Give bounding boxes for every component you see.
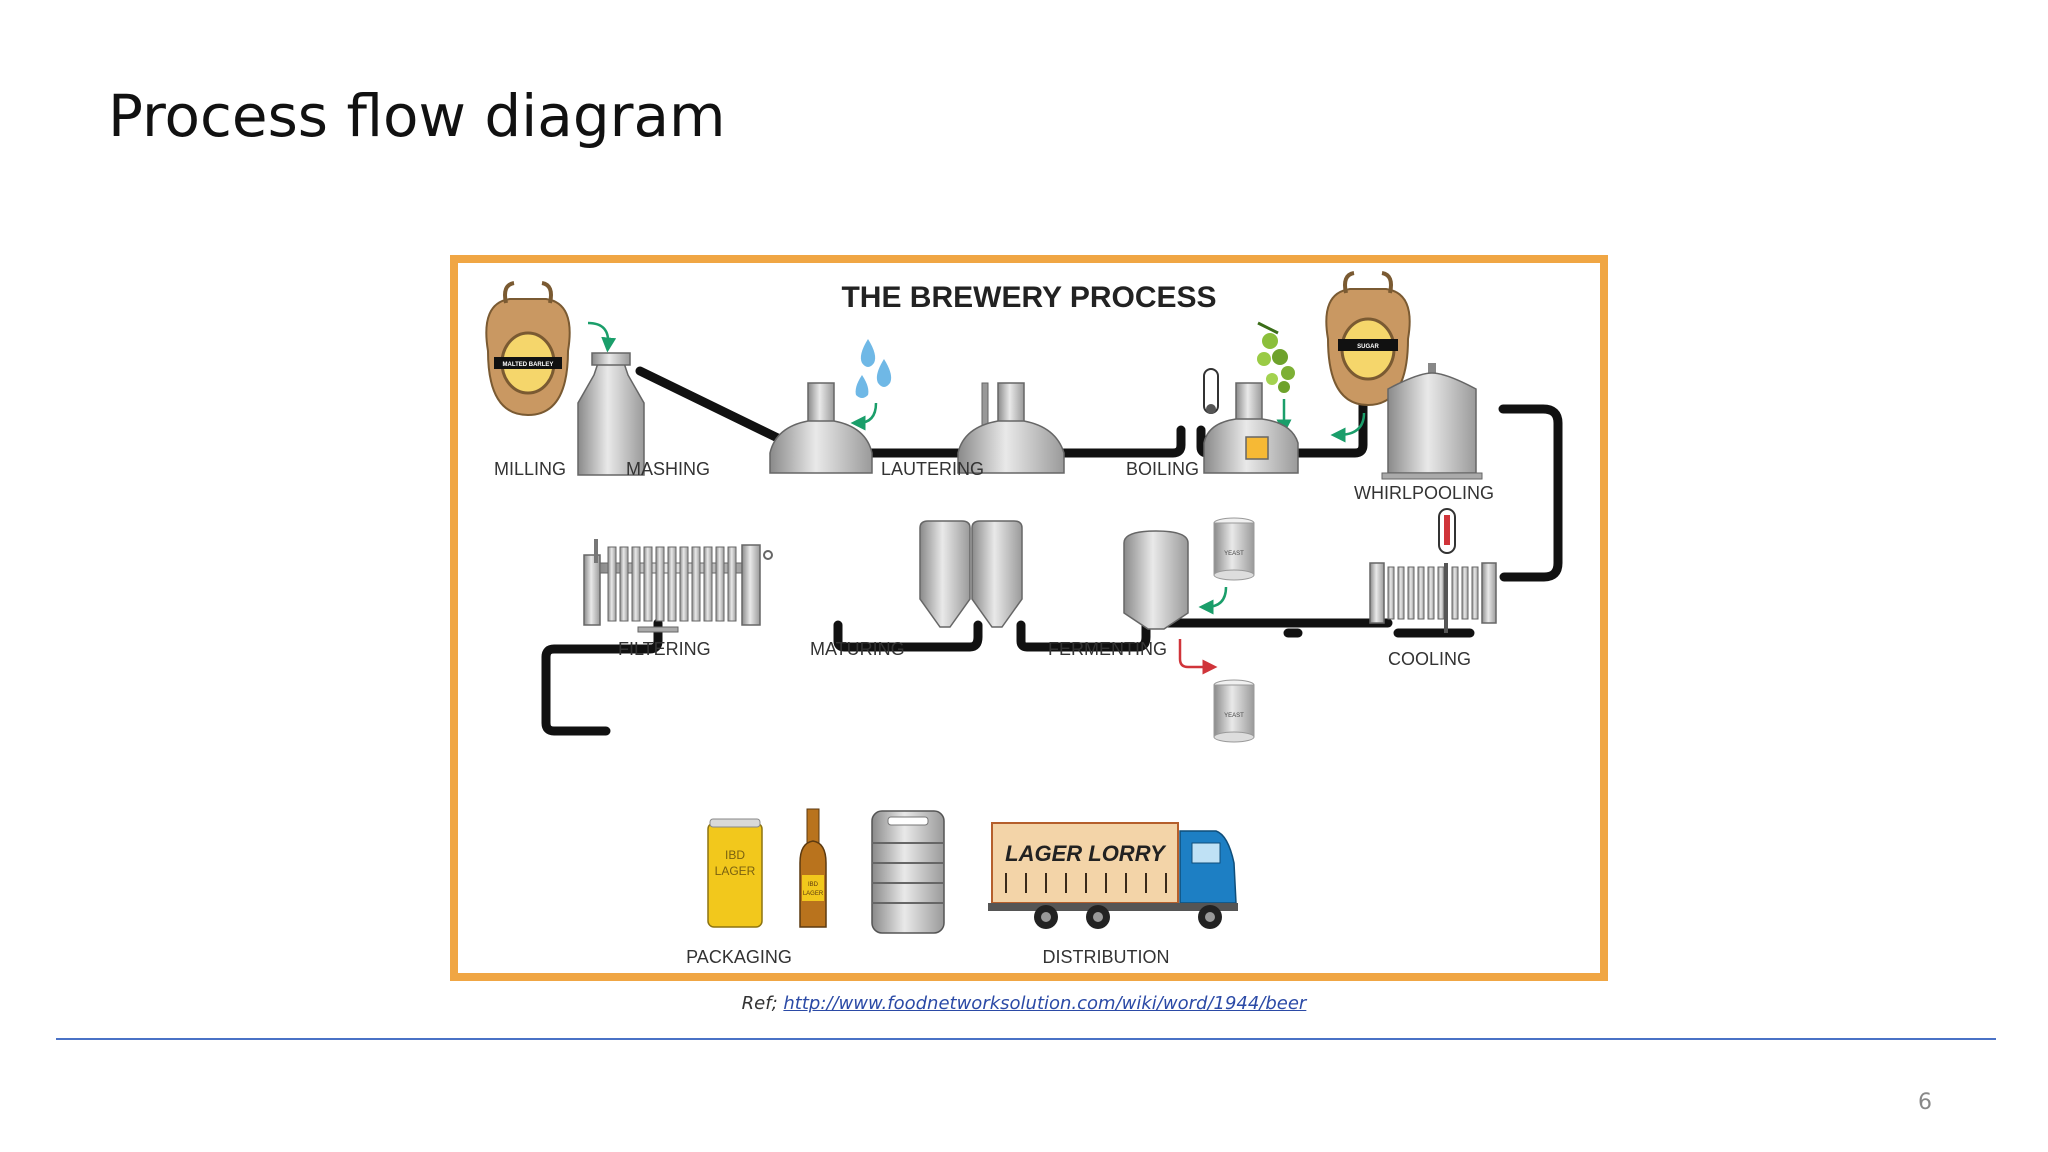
reference-link[interactable]: http://www.foodnetworksolution.com/wiki/… (783, 993, 1307, 1014)
arrow-in-fermenting (1198, 586, 1228, 615)
filter-press (583, 539, 773, 633)
malted-barley-bag: MALTED BARLEY (485, 281, 571, 417)
lautering-tun (957, 382, 1065, 474)
label-whirlpooling: WHIRLPOOLING (1354, 483, 1494, 503)
reference-prefix: Ref; (741, 993, 778, 1014)
can-text-1: IBD (725, 848, 745, 862)
hops-icon (1257, 321, 1295, 393)
sugar-bag-label: SUGAR (1357, 344, 1379, 350)
fermenting-tank (1123, 530, 1189, 630)
heat-exchanger (1369, 562, 1497, 633)
brewery-diagram: THE BREWERY PROCESS MALTED BARLEY MILLIN… (485, 271, 1563, 967)
arrow-out-fermenting (1178, 639, 1218, 675)
label-milling: MILLING (494, 459, 566, 479)
reference-line: Ref; http://www.foodnetworksolution.com/… (0, 993, 2048, 1014)
sugar-bag: SUGAR (1325, 271, 1411, 407)
yeast-container-out: YEAST (1213, 679, 1255, 743)
milling-vessel (577, 352, 645, 476)
label-boiling: BOILING (1126, 459, 1199, 479)
label-cooling: COOLING (1388, 649, 1471, 669)
cooling-thermometer-icon (1438, 508, 1456, 554)
label-distribution: DISTRIBUTION (1042, 947, 1169, 967)
label-maturing: MATURING (810, 639, 905, 659)
arrow-in-milling (587, 321, 617, 353)
yeast-label-out: YEAST (1224, 713, 1244, 719)
figure-title: THE BREWERY PROCESS (841, 281, 1216, 314)
label-fermenting: FERMENTING (1048, 639, 1167, 659)
yeast-label-in: YEAST (1224, 551, 1244, 557)
arrow-in-mashing (850, 402, 878, 431)
bottle-text-2: LAGER (803, 891, 824, 897)
label-packaging: PACKAGING (686, 947, 792, 967)
brewery-process-figure: THE BREWERY PROCESS MALTED BARLEY MILLIN… (450, 255, 1608, 981)
whirlpool-tank (1381, 363, 1483, 480)
label-filtering: FILTERING (618, 639, 711, 659)
maturing-tanks (919, 520, 1023, 628)
slide-title: Process flow diagram (108, 82, 726, 150)
barley-bag-label: MALTED BARLEY (503, 362, 554, 368)
bottle-text-1: IBD (808, 882, 819, 888)
water-drops-icon (855, 339, 892, 398)
yeast-container-in: YEAST (1213, 517, 1255, 581)
delivery-truck: LAGER LORRY (988, 822, 1238, 929)
label-mashing: MASHING (626, 459, 710, 479)
beer-bottle: IBD LAGER (799, 808, 827, 928)
thermometer-icon (1203, 368, 1219, 414)
page-number: 6 (1918, 1090, 1932, 1115)
label-lautering: LAUTERING (881, 459, 984, 479)
footer-divider (56, 1038, 1996, 1040)
boiling-kettle (1203, 382, 1299, 474)
truck-text: LAGER LORRY (1005, 841, 1167, 866)
arrow-in-boiling-sugar (1330, 412, 1366, 443)
beer-keg (871, 810, 945, 934)
can-text-2: LAGER (715, 864, 756, 878)
beer-can: IBD LAGER (707, 818, 763, 928)
mashing-tun (769, 382, 873, 474)
